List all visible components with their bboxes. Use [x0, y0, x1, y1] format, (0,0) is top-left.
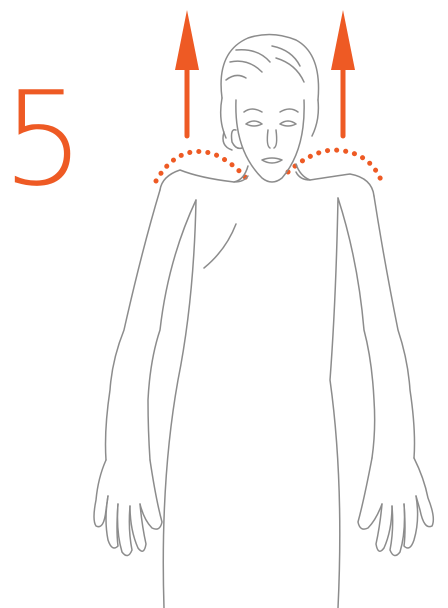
torso [160, 164, 374, 608]
left-hand [94, 460, 162, 556]
face [232, 100, 305, 182]
hair [221, 34, 319, 150]
arrow-up-icon [175, 10, 199, 136]
left-arm [106, 190, 197, 460]
right-hand [358, 458, 433, 556]
right-arm [338, 196, 415, 458]
arrow-up-icon [331, 10, 355, 136]
